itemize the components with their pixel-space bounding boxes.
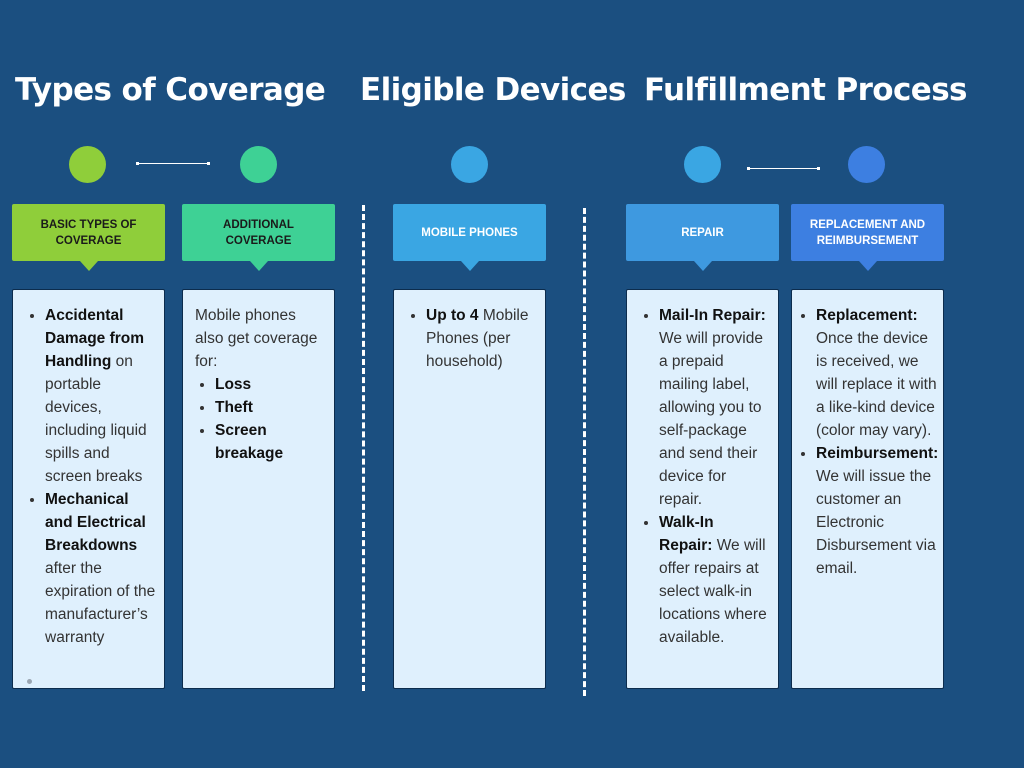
list-item: Accidental Damage from Handling on porta… <box>45 304 156 488</box>
item-text: We will offer repairs at select walk-in … <box>659 537 767 646</box>
item-text: We will provide a prepaid mailing label,… <box>659 330 763 508</box>
card-additional-coverage: Mobile phones also get coverage for: Los… <box>182 289 335 689</box>
list-item: Mechanical and Electrical Breakdowns aft… <box>45 488 156 649</box>
item-text: Mobile Phones (per household) <box>426 307 529 370</box>
tab-repair: REPAIR <box>626 204 779 271</box>
card-replacement-and-reimbursement: Replacement: Once the device is received… <box>791 289 944 689</box>
heading-eligible-devices: Eligible Devices <box>360 72 626 108</box>
connector-line-process <box>747 167 820 170</box>
card-mobile-phones: Up to 4 Mobile Phones (per household) <box>393 289 546 689</box>
list-item: Mail-In Repair: We will provide a prepai… <box>659 304 770 511</box>
heading-types-of-coverage: Types of Coverage <box>15 72 326 108</box>
list-item: Replacement: Once the device is received… <box>816 304 941 442</box>
tab-mobile-label: MOBILE PHONES <box>421 226 518 239</box>
item-bold: Reimbursement: <box>816 445 939 462</box>
list-item: Walk-In Repair: We will offer repairs at… <box>659 511 770 649</box>
card-intro-text: Mobile phones also get coverage for: <box>195 307 318 370</box>
item-text: after the expiration of the manufacturer… <box>45 560 156 646</box>
list-item: Reimbursement: We will issue the custome… <box>816 442 941 580</box>
item-text: We will issue the customer an Electronic… <box>816 468 936 577</box>
item-bold: Up to 4 <box>426 307 479 324</box>
item-bold: Loss <box>215 376 252 393</box>
node-circle-replacement <box>848 146 885 183</box>
item-bold: Mail-In Repair: <box>659 307 766 324</box>
item-bold: Walk-In Repair: <box>659 514 714 554</box>
tab-replacement-and-reimbursement: REPLACEMENT AND REIMBURSEMENT <box>791 204 944 271</box>
list-item: Loss <box>215 373 326 396</box>
tab-repair-label: REPAIR <box>681 226 724 239</box>
item-text: on portable devices, including liquid sp… <box>45 353 147 485</box>
card-repair: Mail-In Repair: We will provide a prepai… <box>626 289 779 689</box>
empty-bullet-dot <box>27 679 32 684</box>
node-circle-repair <box>684 146 721 183</box>
tab-basic-types-of-coverage: BASIC TYPES OF COVERAGE <box>12 204 165 271</box>
list-item: Screen breakage <box>215 419 326 465</box>
connector-line-coverage <box>136 162 210 165</box>
tab-basic-label: BASIC TYPES OF COVERAGE <box>40 218 137 247</box>
node-circle-basic <box>69 146 106 183</box>
list-item: Up to 4 Mobile Phones (per household) <box>426 304 537 373</box>
tab-additional-coverage: ADDITIONAL COVERAGE <box>182 204 335 271</box>
list-item: Theft <box>215 396 326 419</box>
item-bold: Accidental Damage from Handling <box>45 307 145 370</box>
item-bold: Mechanical and Electrical Breakdowns <box>45 491 146 554</box>
item-bold: Theft <box>215 399 253 416</box>
dashed-divider-left <box>362 205 365 691</box>
item-bold: Replacement: <box>816 307 918 324</box>
tab-mobile-phones: MOBILE PHONES <box>393 204 546 271</box>
dashed-divider-right <box>583 208 586 696</box>
node-circle-mobile <box>451 146 488 183</box>
tab-replacement-label: REPLACEMENT AND REIMBURSEMENT <box>809 218 926 247</box>
item-text: Once the device is received, we will rep… <box>816 330 937 439</box>
card-basic-types-of-coverage: Accidental Damage from Handling on porta… <box>12 289 165 689</box>
heading-fulfillment-process: Fulfillment Process <box>644 72 968 108</box>
item-bold: Screen breakage <box>215 422 284 462</box>
node-circle-additional <box>240 146 277 183</box>
tab-additional-label: ADDITIONAL COVERAGE <box>223 218 294 247</box>
